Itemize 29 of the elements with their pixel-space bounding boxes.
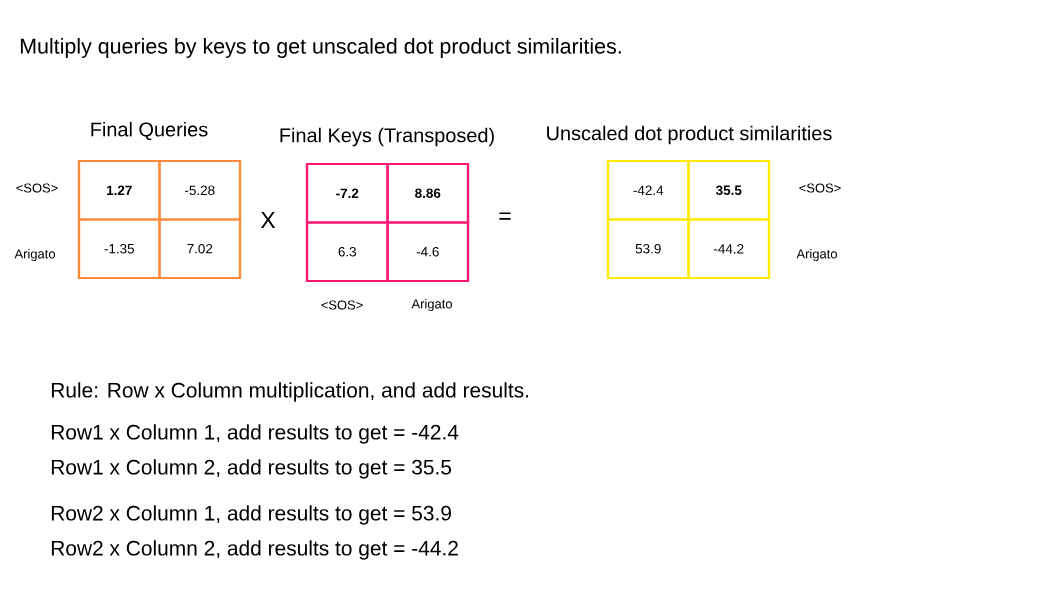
matrix-cell: 6.3 xyxy=(305,221,389,283)
matrix-cell: -42.4 xyxy=(606,159,690,221)
title: Multiply queries by keys to get unscaled dot product similarities. xyxy=(20,38,621,58)
row-label: Arigato xyxy=(14,248,55,262)
example-line: Row2 x Column 1, add results to get = 53.9 xyxy=(51,505,451,525)
matrix-cell: 7.02 xyxy=(158,218,242,280)
row-label: Arigato xyxy=(796,248,837,262)
rule-text: Rule: Row x Column multiplication, and add results. xyxy=(51,382,529,402)
matrix-cell: 8.86 xyxy=(386,162,470,224)
matrix-heading: Final Keys (Transposed) xyxy=(280,127,494,147)
example-line: Row1 x Column 2, add results to get = 35.5 xyxy=(51,459,452,479)
matrix-cell: -1.35 xyxy=(77,218,161,280)
matrix-cell: -4.6 xyxy=(386,221,470,283)
column-label: <SOS> xyxy=(321,300,363,310)
matrix-cell: 1.27 xyxy=(77,159,161,221)
example-line: Row1 x Column 1, add results to get = -42.4 xyxy=(51,424,459,444)
multiply-sign: X xyxy=(260,212,276,228)
example-line: Row2 x Column 2, add results to get = -44.2 xyxy=(51,540,458,560)
matrix-cell: 35.5 xyxy=(687,159,771,221)
matrix-cell: -5.28 xyxy=(158,159,242,221)
matrix-heading: Final Queries xyxy=(91,121,208,141)
matrix-heading: Unscaled dot product similarities xyxy=(547,125,832,145)
row-label: <SOS> xyxy=(16,183,58,193)
row-label: <SOS> xyxy=(799,183,841,193)
matrix-cell: 53.9 xyxy=(606,218,690,280)
column-label: Arigato xyxy=(411,298,452,312)
matrix-cell: -44.2 xyxy=(687,218,771,280)
matrix-cell: -7.2 xyxy=(305,162,389,224)
equals-sign: = xyxy=(499,212,511,220)
